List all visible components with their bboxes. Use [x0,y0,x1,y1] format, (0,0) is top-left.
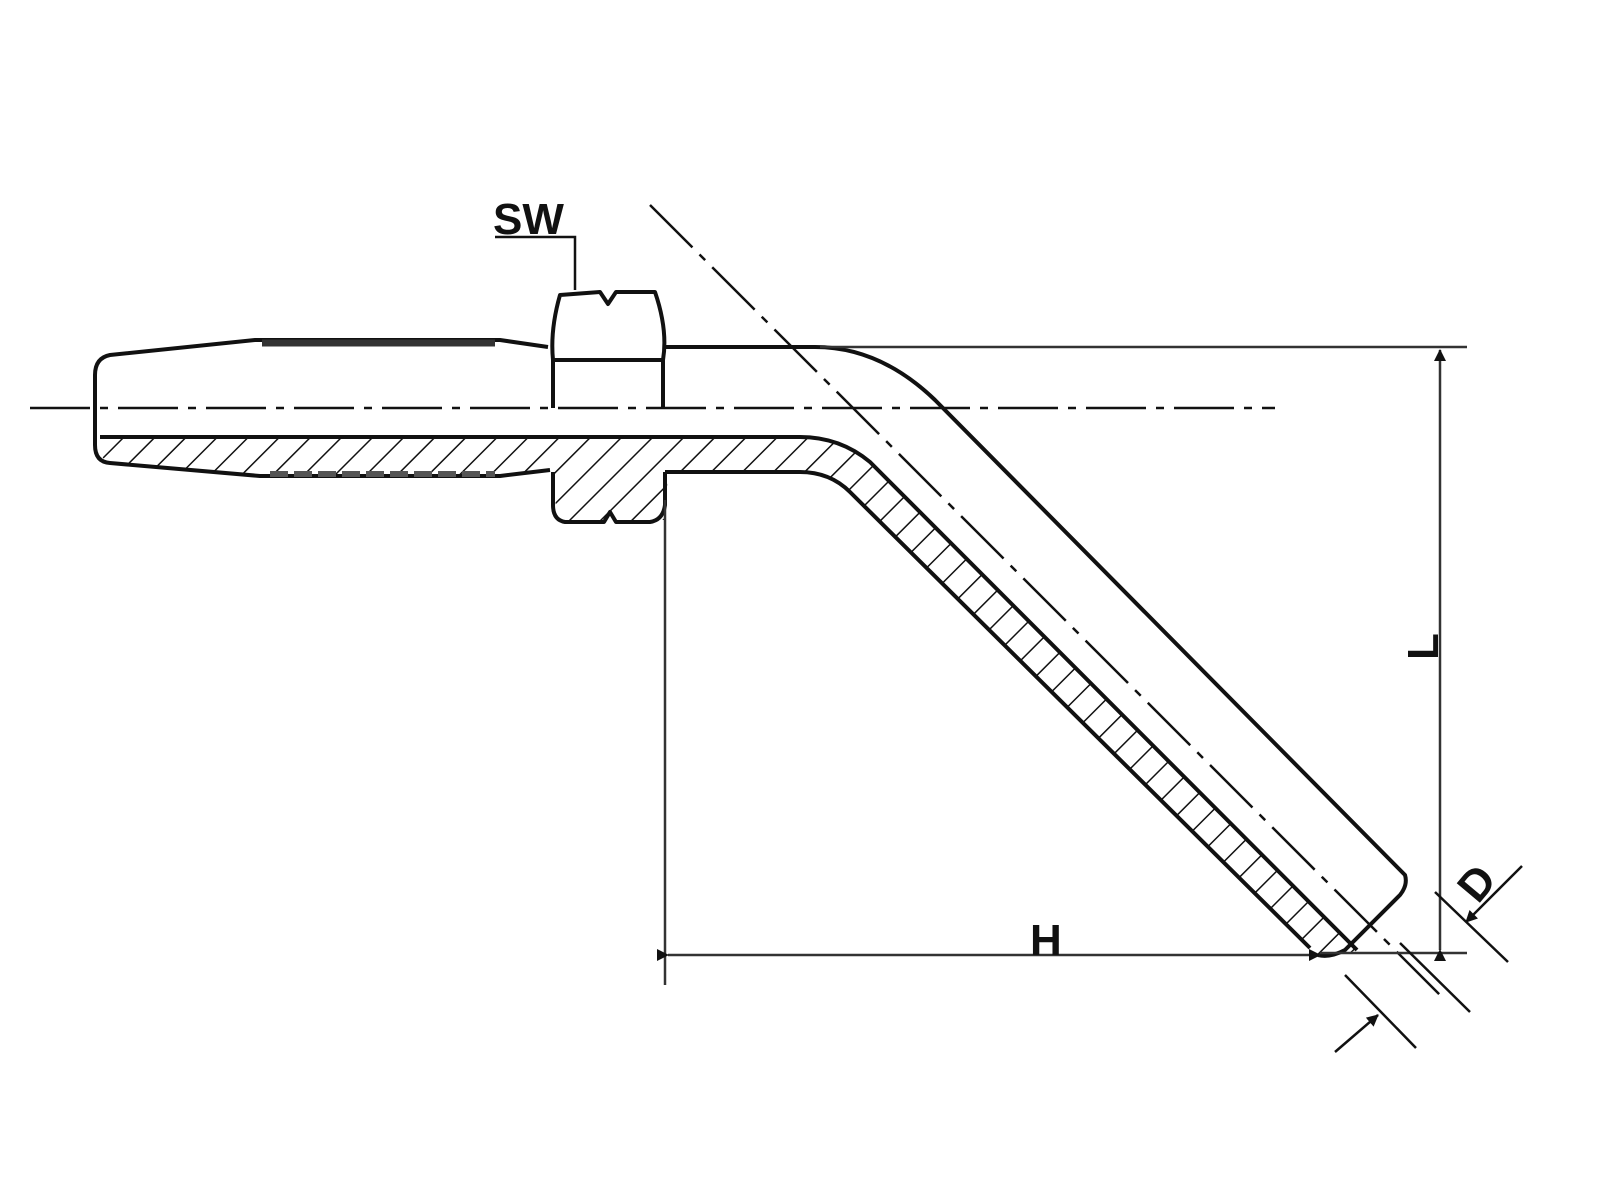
dimension-lines [495,235,1523,1053]
h-label: H [1030,916,1062,965]
angled-centerline [649,204,1441,996]
d-dimension-arrow [1465,865,1523,923]
sw-label: SW [493,195,564,244]
centerlines [30,204,1441,996]
fitting-outline [93,290,1408,958]
d-label: D [1448,856,1506,912]
section-hatch [100,437,1357,958]
l-label: L [1399,633,1448,660]
hex-nut [550,290,667,408]
